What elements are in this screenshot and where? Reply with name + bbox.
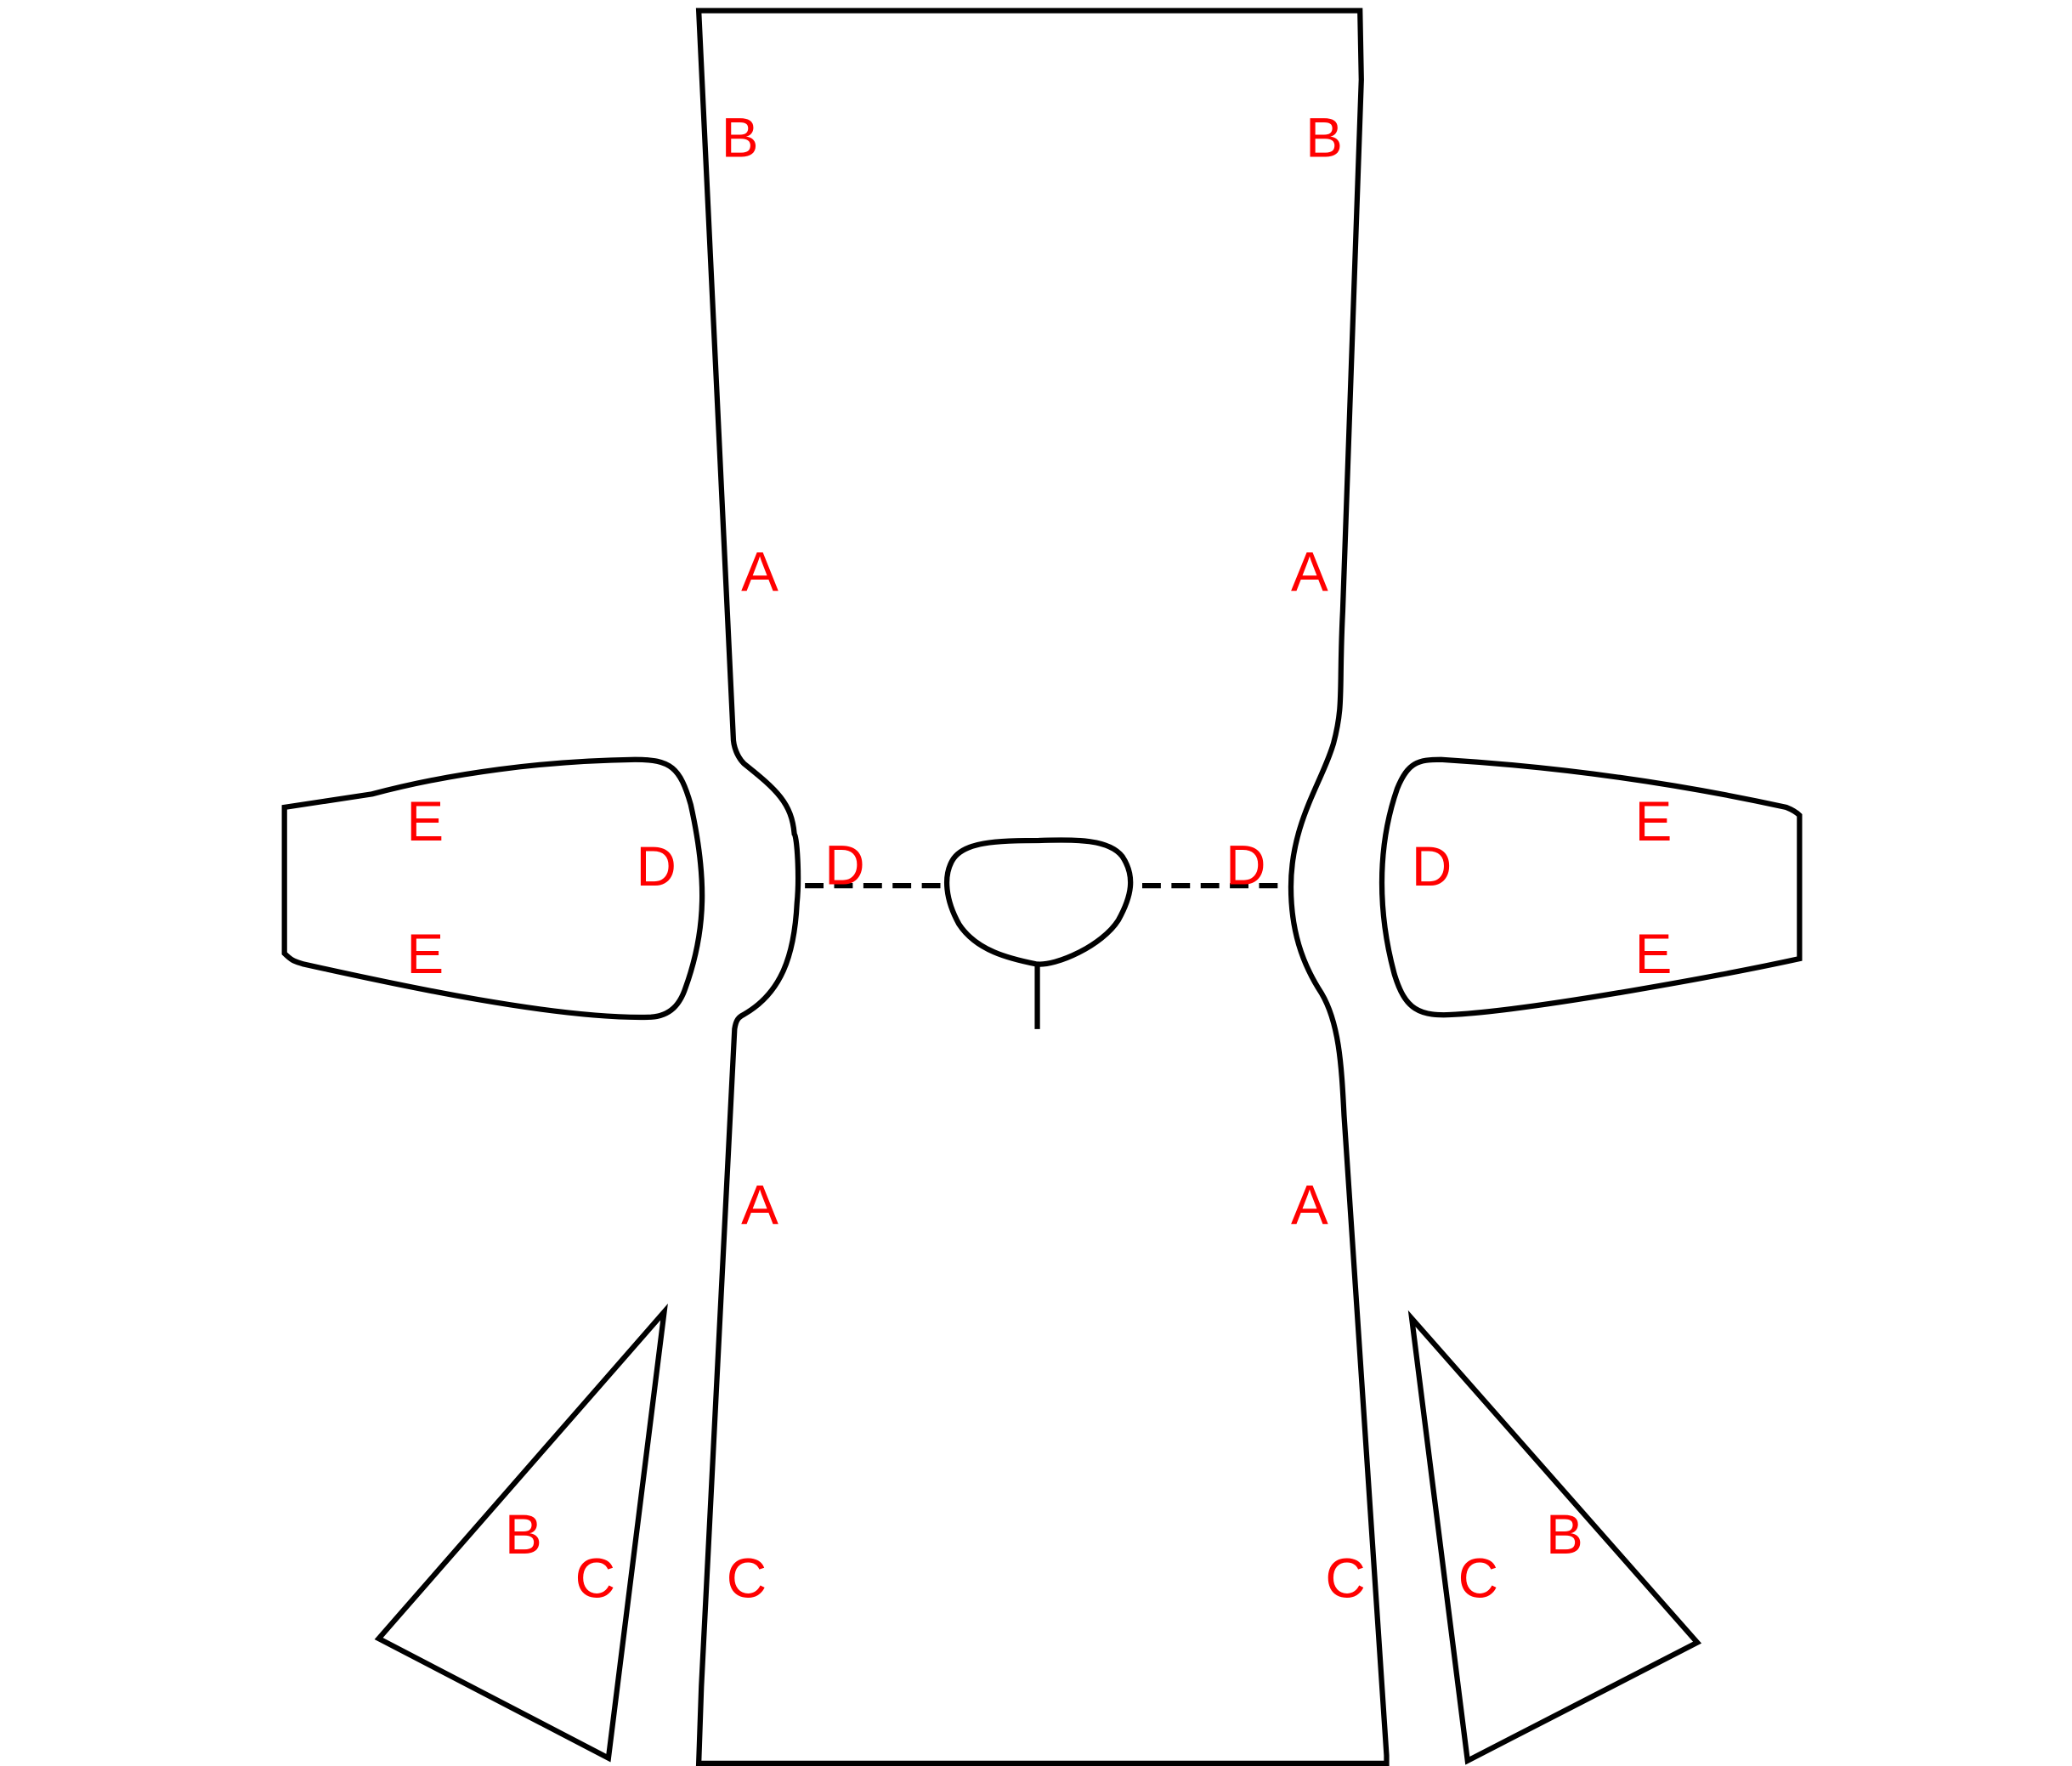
label-e: E <box>1635 923 1673 985</box>
label-a: A <box>741 541 778 603</box>
left-triangle-piece <box>374 1303 668 1763</box>
label-b: B <box>505 1503 542 1565</box>
label-d: D <box>1412 835 1452 897</box>
main-body-piece <box>695 8 1390 1766</box>
label-c: C <box>1458 1548 1498 1610</box>
label-e: E <box>406 790 444 852</box>
left-wing-piece <box>281 756 705 1021</box>
label-c: C <box>727 1548 767 1610</box>
label-b: B <box>1305 106 1343 168</box>
label-e: E <box>406 923 444 985</box>
label-b: B <box>1546 1503 1583 1565</box>
label-c: C <box>575 1548 615 1610</box>
label-d: D <box>1226 835 1265 897</box>
neck-piece <box>943 837 1134 967</box>
label-d: D <box>636 835 676 897</box>
label-b: B <box>722 106 759 168</box>
label-e: E <box>1635 790 1673 852</box>
label-a: A <box>741 1175 778 1237</box>
right-wing-piece <box>1379 756 1803 1018</box>
label-c: C <box>1325 1548 1365 1610</box>
label-a: A <box>1291 1175 1328 1237</box>
label-d: D <box>824 835 864 897</box>
right-triangle-piece <box>1407 1310 1702 1765</box>
label-a: A <box>1291 541 1328 603</box>
